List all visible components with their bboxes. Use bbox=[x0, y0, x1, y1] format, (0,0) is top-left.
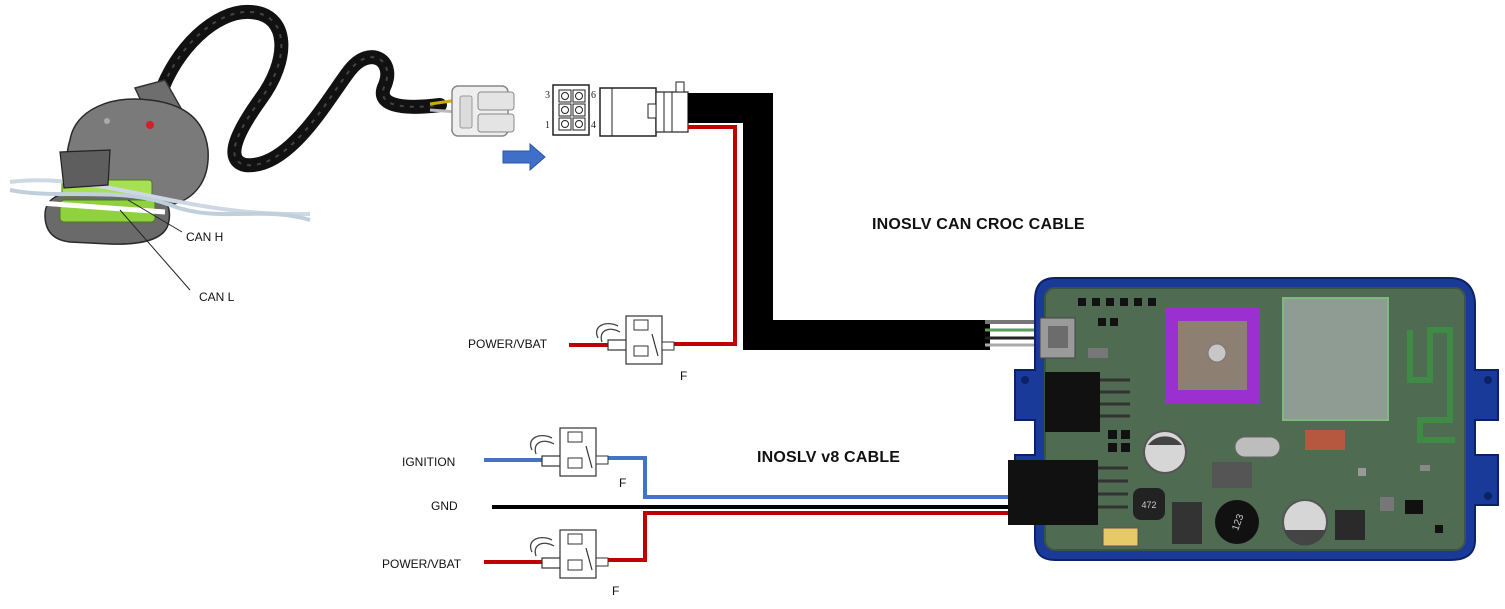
croc-power-wire-red bbox=[672, 125, 737, 346]
croc-cable-wire-black bbox=[688, 93, 990, 350]
pin-number-1: 1 bbox=[545, 120, 550, 131]
fuse-bottom-label: F bbox=[612, 584, 620, 598]
v8-cable-title: INOSLV v8 CABLE bbox=[757, 449, 901, 466]
croc-cable-title: INOSLV CAN CROC CABLE bbox=[872, 216, 1085, 233]
gsm-module bbox=[1282, 297, 1389, 421]
chip-label-472: 472 bbox=[1141, 500, 1156, 510]
inoslv-device-board: 472 123 bbox=[1008, 277, 1499, 561]
twisted-wire-b bbox=[9, 188, 311, 222]
can-l-leader bbox=[119, 209, 191, 291]
usb-port bbox=[1039, 317, 1076, 359]
can-h-leader bbox=[127, 199, 183, 233]
pin-connector-side bbox=[599, 81, 689, 137]
pin-number-3: 3 bbox=[545, 90, 550, 101]
arrow-right-icon bbox=[502, 142, 546, 172]
power-vbat-bottom-label: POWER/VBAT bbox=[382, 557, 462, 571]
croc-cable-black bbox=[153, 5, 447, 173]
can-l-label: CAN L bbox=[199, 290, 235, 304]
ignition-label: IGNITION bbox=[402, 455, 456, 469]
fuse-holder-top-icon bbox=[595, 315, 675, 365]
v8-board-connector bbox=[1008, 460, 1098, 525]
fuse-top-label: F bbox=[680, 369, 688, 383]
power-vbat-top-label: POWER/VBAT bbox=[468, 337, 548, 351]
pin-number-4: 4 bbox=[591, 120, 596, 131]
gnd-label: GND bbox=[431, 499, 458, 513]
can-h-label: CAN H bbox=[186, 230, 224, 244]
fuse-holder-ignition-icon bbox=[529, 427, 609, 477]
fuse-ignition-label: F bbox=[619, 476, 627, 490]
crystal bbox=[1234, 436, 1281, 458]
can-croc-clip bbox=[9, 5, 515, 245]
pin-number-6: 6 bbox=[591, 90, 596, 101]
inductor-123 bbox=[1215, 500, 1259, 544]
pin-connector-face bbox=[552, 84, 590, 136]
inductor-472 bbox=[1133, 488, 1165, 520]
fuse-holder-bottom-icon bbox=[529, 529, 609, 579]
